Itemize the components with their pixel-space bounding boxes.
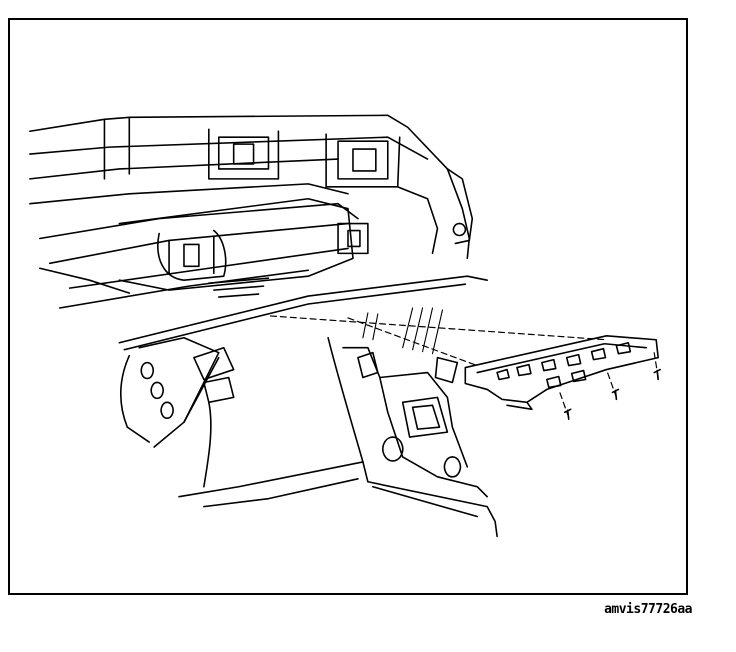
underbody-drawing xyxy=(29,114,661,538)
fasteners xyxy=(563,368,661,421)
hatch-detail xyxy=(362,307,443,355)
center-crossmember xyxy=(118,197,369,298)
figure-code-label: amvis77726aa xyxy=(604,602,692,617)
floor-pan xyxy=(178,336,498,538)
diagram-frame xyxy=(8,18,688,595)
right-bracket xyxy=(342,346,488,498)
alignment-lines xyxy=(269,315,659,418)
skid-plate xyxy=(464,335,659,411)
left-frame-rail xyxy=(118,275,488,448)
